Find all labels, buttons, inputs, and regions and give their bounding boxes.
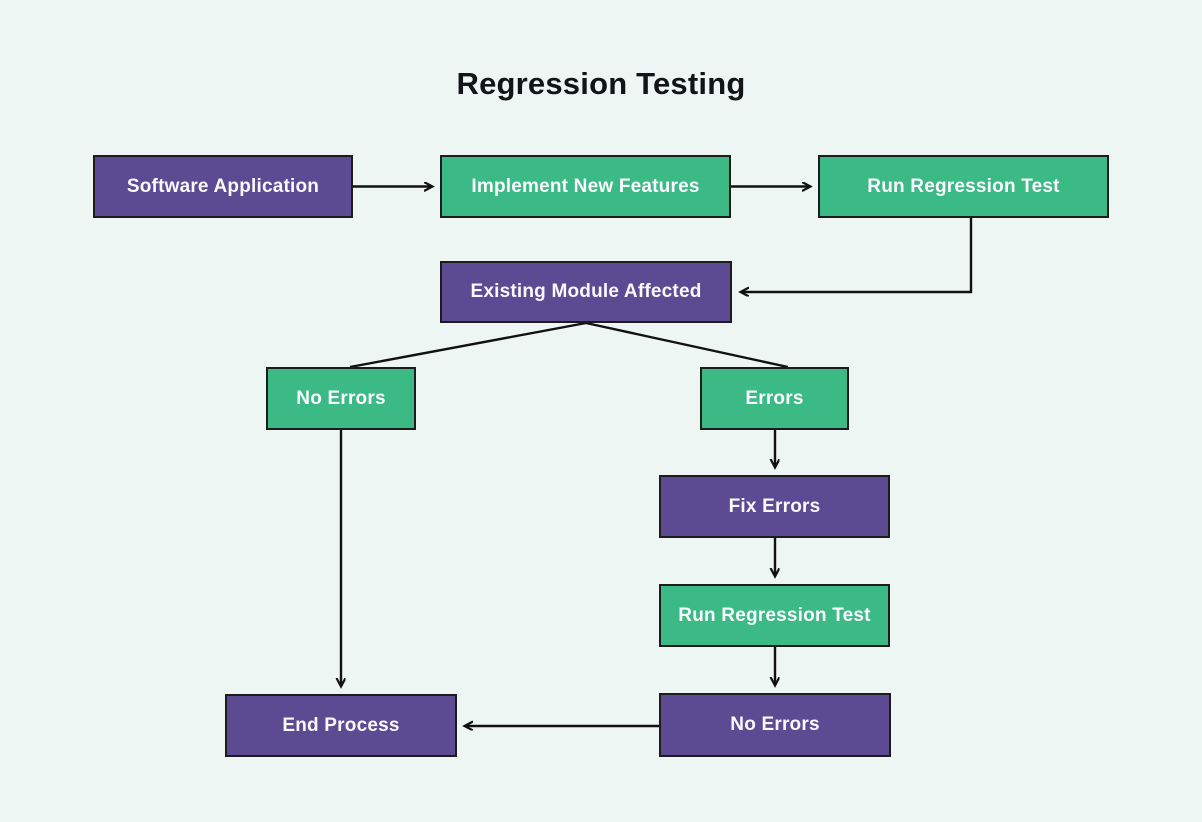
node-run-regression-test-2: Run Regression Test: [659, 584, 890, 647]
node-errors-branch: Errors: [700, 367, 849, 430]
edge-existing-to-errors: [585, 321, 789, 369]
node-no-errors-branch: No Errors: [266, 367, 416, 430]
node-label: End Process: [282, 714, 400, 736]
node-end-process: End Process: [225, 694, 457, 757]
node-label: Software Application: [126, 175, 320, 197]
node-implement-new-features: Implement New Features: [440, 155, 731, 218]
diagram-title: Regression Testing: [456, 66, 746, 101]
node-no-errors-final: No Errors: [659, 693, 891, 757]
node-fix-errors: Fix Errors: [659, 475, 890, 538]
node-existing-module-affected: Existing Module Affected: [440, 261, 732, 323]
node-label: Run Regression Test: [867, 175, 1060, 197]
node-label: No Errors: [730, 714, 820, 735]
node-label: Existing Module Affected: [470, 281, 702, 302]
node-label: Errors: [745, 387, 804, 409]
node-label: Run Regression Test: [678, 604, 871, 626]
edge-runtest-to-existing-module: [741, 218, 973, 292]
node-label: No Errors: [296, 387, 386, 409]
node-label: Implement New Features: [471, 175, 700, 197]
node-software-application: Software Application: [93, 155, 353, 218]
edge-existing-to-no-errors: [349, 321, 587, 369]
node-label: Fix Errors: [728, 495, 821, 517]
node-run-regression-test-1: Run Regression Test: [818, 155, 1109, 218]
